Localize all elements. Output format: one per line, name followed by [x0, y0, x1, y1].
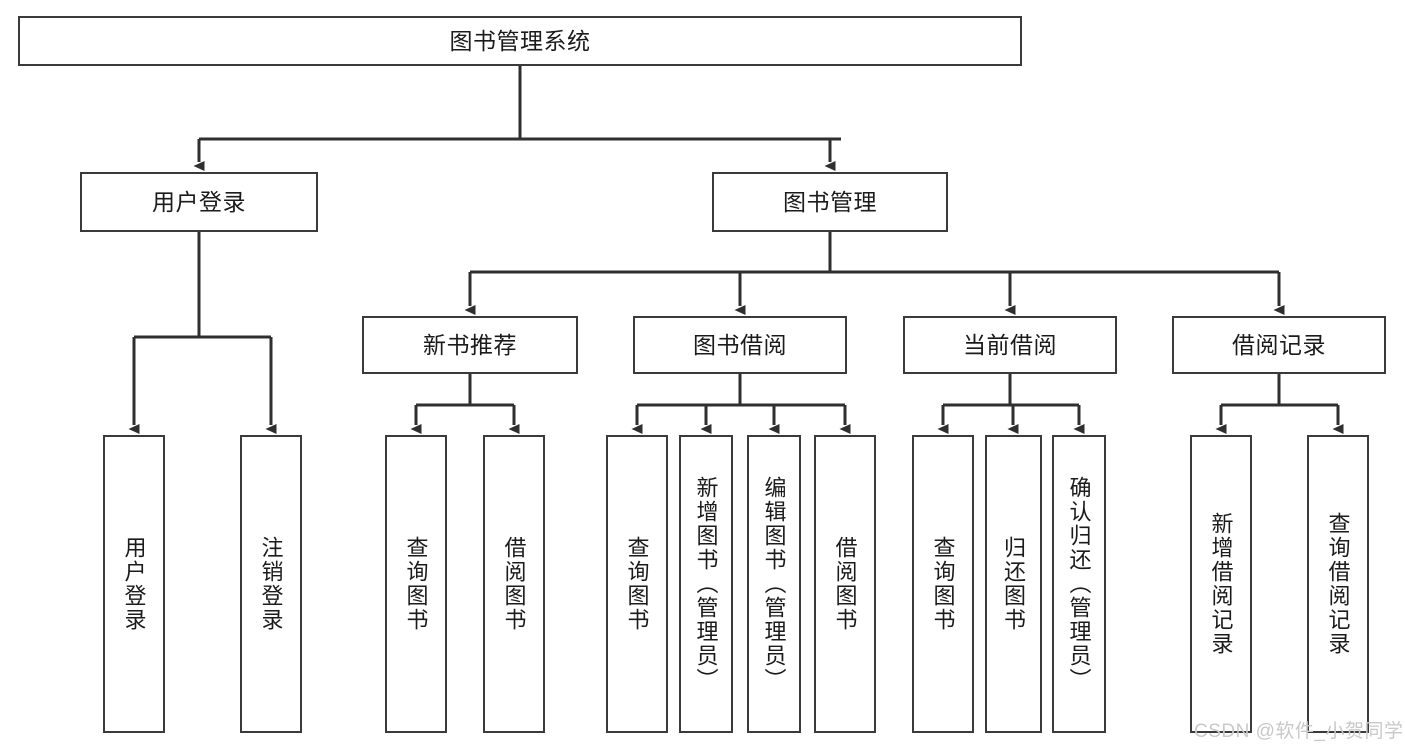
node-book-manage[interactable]: 图书管理: [712, 172, 948, 232]
node-user-login-label: 用户登录: [152, 188, 246, 215]
node-leaf-query-book-b-label: 查询图书: [624, 536, 650, 632]
node-user-login[interactable]: 用户登录: [80, 172, 318, 232]
node-leaf-return-book-label: 归还图书: [1001, 536, 1027, 632]
node-leaf-query-book-rec-label: 查询图书: [403, 536, 429, 632]
node-new-book-rec[interactable]: 新书推荐: [362, 316, 578, 374]
node-leaf-logout[interactable]: 注销登录: [240, 435, 302, 733]
node-leaf-borrow-book-rec[interactable]: 借阅图书: [483, 435, 545, 733]
node-new-book-rec-label: 新书推荐: [423, 331, 517, 358]
node-leaf-add-book-label: 新增图书（管理员）: [693, 476, 719, 692]
node-leaf-borrow-book-b-label: 借阅图书: [832, 536, 858, 632]
node-leaf-borrow-book-rec-label: 借阅图书: [501, 536, 527, 632]
node-book-manage-label: 图书管理: [783, 188, 877, 215]
node-leaf-edit-book[interactable]: 编辑图书（管理员）: [747, 435, 801, 733]
node-leaf-query-book-c[interactable]: 查询图书: [912, 435, 974, 733]
node-leaf-user-login[interactable]: 用户登录: [103, 435, 165, 733]
node-borrow-record-label: 借阅记录: [1232, 331, 1326, 358]
node-current-borrow[interactable]: 当前借阅: [903, 316, 1117, 374]
node-current-borrow-label: 当前借阅: [963, 331, 1057, 358]
node-leaf-add-borrow-record-label: 新增借阅记录: [1208, 512, 1234, 656]
node-leaf-add-borrow-record[interactable]: 新增借阅记录: [1190, 435, 1252, 733]
node-leaf-query-book-b[interactable]: 查询图书: [606, 435, 668, 733]
node-book-borrow-label: 图书借阅: [693, 331, 787, 358]
node-leaf-user-login-label: 用户登录: [121, 536, 147, 632]
node-root-label: 图书管理系统: [449, 27, 591, 54]
node-leaf-query-book-rec[interactable]: 查询图书: [385, 435, 447, 733]
node-leaf-edit-book-label: 编辑图书（管理员）: [761, 476, 787, 692]
node-leaf-return-book[interactable]: 归还图书: [985, 435, 1042, 733]
node-leaf-query-borrow-record[interactable]: 查询借阅记录: [1307, 435, 1369, 733]
node-borrow-record[interactable]: 借阅记录: [1172, 316, 1386, 374]
node-leaf-query-borrow-record-label: 查询借阅记录: [1325, 512, 1351, 656]
node-leaf-borrow-book-b[interactable]: 借阅图书: [814, 435, 876, 733]
node-leaf-logout-label: 注销登录: [258, 536, 284, 632]
csdn-watermark: CSDN @软件_小贺同学: [1194, 721, 1404, 742]
node-book-borrow[interactable]: 图书借阅: [633, 316, 847, 374]
node-leaf-confirm-return[interactable]: 确认归还（管理员）: [1052, 435, 1106, 733]
node-leaf-add-book[interactable]: 新增图书（管理员）: [679, 435, 733, 733]
node-root[interactable]: 图书管理系统: [18, 16, 1022, 66]
node-leaf-confirm-return-label: 确认归还（管理员）: [1066, 476, 1092, 692]
node-leaf-query-book-c-label: 查询图书: [930, 536, 956, 632]
